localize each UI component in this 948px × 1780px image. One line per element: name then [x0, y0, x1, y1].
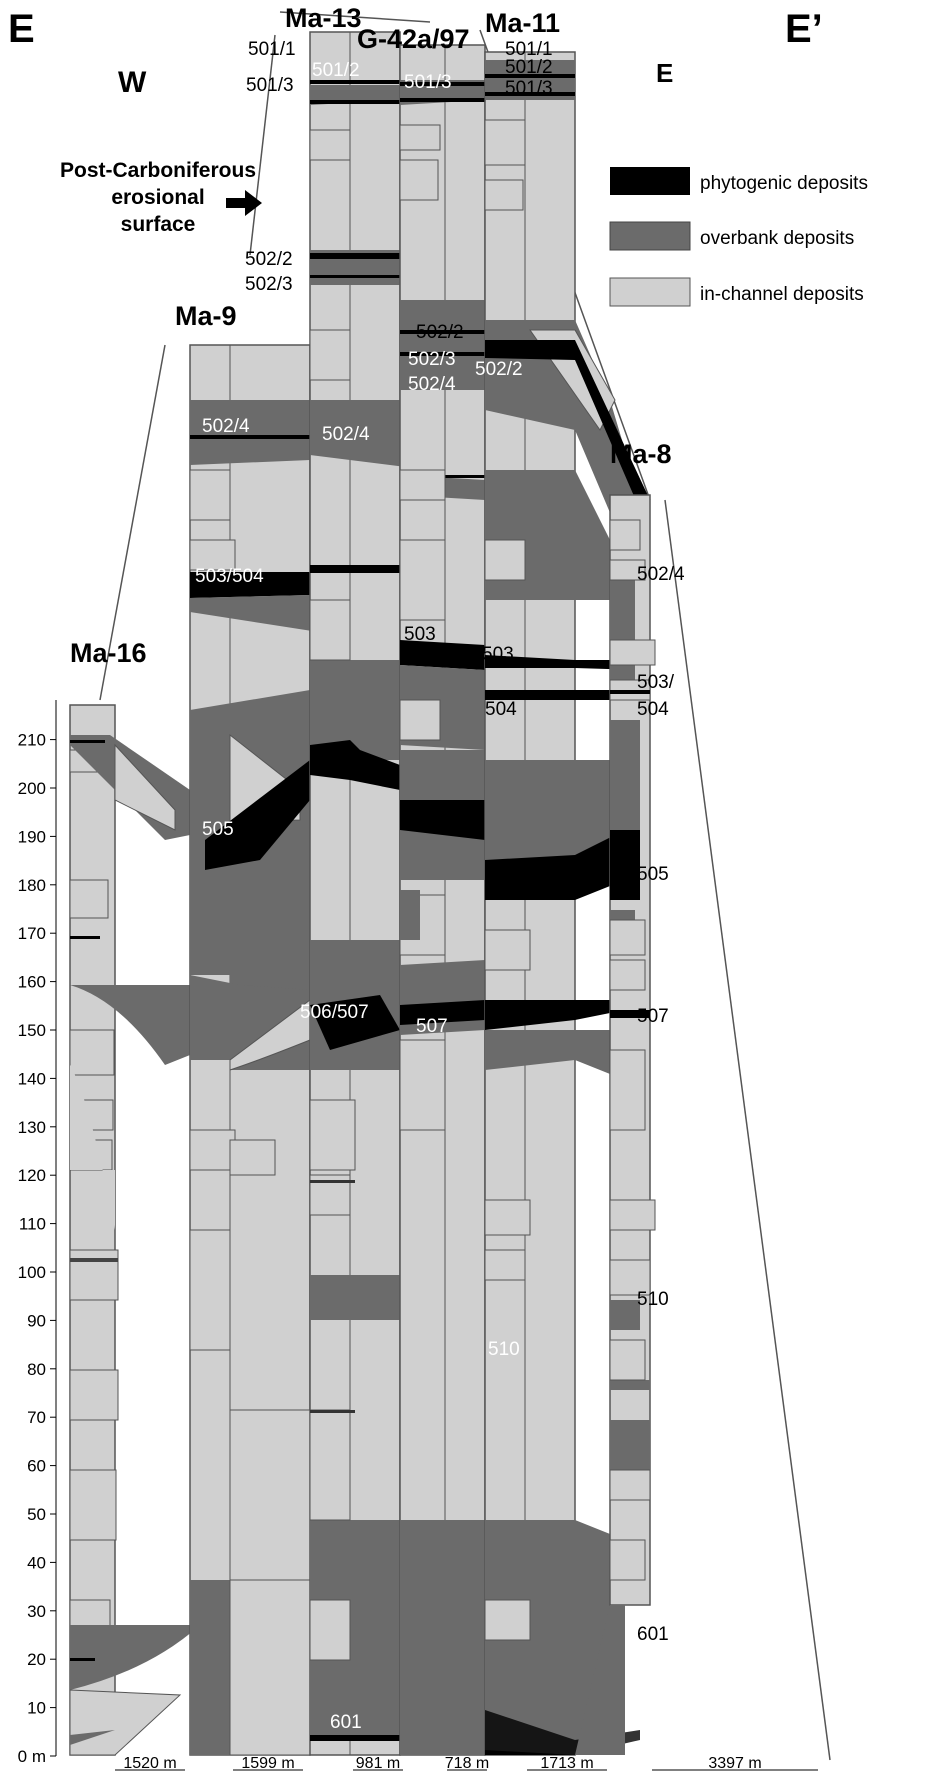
seam-label: 503: [482, 644, 514, 665]
seam-label: 501/1: [248, 39, 296, 60]
depth-tick-label: 210: [18, 731, 46, 750]
annotation-line-1: Post-Carboniferous: [60, 159, 256, 182]
seam-label: 502/4: [637, 564, 685, 585]
well-ma-8: [575, 494, 656, 1755]
depth-tick-label: 20: [27, 1650, 46, 1669]
seam-label: 502/2: [475, 359, 523, 380]
depth-tick-label: 30: [27, 1602, 46, 1621]
depth-tick-label: 140: [18, 1069, 46, 1088]
well-ma-16: [69, 704, 200, 1756]
depth-tick-label: 170: [18, 924, 46, 943]
annotation-line-2: erosional: [111, 186, 204, 209]
section-end-label: E’: [785, 7, 823, 51]
depth-tick-label: 70: [27, 1408, 46, 1427]
section-start-label: E: [8, 7, 35, 51]
seam-label: 502/2: [416, 322, 464, 343]
seam-label: 503/504: [195, 566, 264, 587]
depth-tick-label: 200: [18, 779, 46, 798]
seam-label: 507: [637, 1006, 669, 1027]
seam-label: 503/: [637, 672, 675, 693]
depth-tick-label: 190: [18, 827, 46, 846]
seam-label: 504: [637, 699, 669, 720]
seam-label: 505: [637, 864, 669, 885]
depth-tick-label: 110: [19, 1215, 46, 1234]
legend-label-overbank: overbank deposits: [700, 228, 854, 249]
depth-tick-label: 40: [27, 1553, 46, 1572]
seam-label: 504: [485, 699, 517, 720]
seam-label: 501/2: [505, 57, 553, 78]
seam-label: 501/2: [312, 60, 360, 81]
distance-label: 1520 m: [123, 1755, 176, 1772]
well-label-ma-8: Ma-8: [610, 439, 672, 469]
distance-label: 1599 m: [241, 1755, 294, 1772]
seam-label: 501/3: [505, 78, 553, 99]
seam-label: 507: [416, 1016, 448, 1037]
distance-label: 718 m: [445, 1755, 489, 1772]
seam-label: 510: [488, 1339, 520, 1360]
distance-label: 981 m: [356, 1755, 400, 1772]
depth-tick-label: 160: [18, 973, 46, 992]
depth-tick-label: 180: [18, 876, 46, 895]
depth-tick-label: 130: [18, 1118, 46, 1137]
depth-tick-label: 90: [27, 1311, 46, 1330]
seam-label: 503: [404, 624, 436, 645]
legend-swatch-phytogenic: [610, 167, 690, 195]
direction-east-label: E: [656, 58, 673, 88]
legend-label-phytogenic: phytogenic deposits: [700, 173, 868, 194]
depth-tick-label: 0 m: [18, 1747, 46, 1766]
seam-label: 502/3: [245, 274, 293, 295]
seam-label: 501/3: [404, 72, 452, 93]
seam-label: 510: [637, 1289, 669, 1310]
seam-label: 501/3: [246, 75, 294, 96]
distance-label: 3397 m: [708, 1755, 761, 1772]
erosional-surface-annotation: Post-Carboniferous erosional surface: [60, 159, 262, 236]
depth-tick-label: 150: [18, 1021, 46, 1040]
annotation-line-3: surface: [121, 213, 196, 236]
well-label-ma-16: Ma-16: [70, 638, 147, 668]
direction-west-label: W: [118, 66, 147, 99]
seam-label: 502/4: [408, 374, 456, 395]
depth-tick-label: 60: [27, 1457, 46, 1476]
depth-tick-label: 10: [27, 1699, 46, 1718]
depth-tick-label: 50: [27, 1505, 46, 1524]
distance-label: 1713 m: [540, 1755, 593, 1772]
depth-tick-label: 120: [18, 1166, 46, 1185]
legend-label-in-channel: in-channel deposits: [700, 284, 864, 305]
legend-swatch-in-channel: [609, 277, 691, 307]
legend: phytogenic deposits overbank deposits in…: [609, 167, 868, 307]
depth-tick-label: 100: [18, 1263, 46, 1282]
well-label-ma-11: Ma-11: [485, 8, 560, 38]
distance-ruler: 1520 m 1599 m 981 m 718 m 1713 m 3397 m: [115, 1755, 818, 1772]
well-ma-13: [309, 31, 430, 1756]
seam-label: 506/507: [300, 1002, 369, 1023]
arrow-right-icon: [226, 190, 262, 216]
depth-axis: 0 m 10 20 30 40 50 60 70 80 90 100 110 120 130 140 150 1…: [18, 700, 57, 1766]
seam-label: 505: [202, 819, 234, 840]
seam-label: 502/3: [408, 349, 456, 370]
seam-label: 601: [330, 1712, 362, 1733]
well-label-g-42a-97: G-42a/97: [357, 24, 470, 54]
well-label-ma-13: Ma-13: [285, 3, 362, 33]
seam-label: 501/1: [505, 39, 553, 60]
well-ma-11: [484, 51, 650, 1756]
depth-tick-label: 80: [27, 1360, 46, 1379]
seam-label: 502/2: [245, 249, 293, 270]
seam-labels: 501/1 501/2 501/3 501/3 501/1 501/2 501/…: [195, 39, 685, 1733]
well-label-ma-9: Ma-9: [175, 301, 237, 331]
seam-label: 502/4: [202, 416, 250, 437]
legend-swatch-overbank: [609, 221, 691, 251]
well-g-42a-97: [399, 44, 486, 1756]
seam-label: 502/4: [322, 424, 370, 445]
seam-label: 601: [637, 1624, 669, 1645]
